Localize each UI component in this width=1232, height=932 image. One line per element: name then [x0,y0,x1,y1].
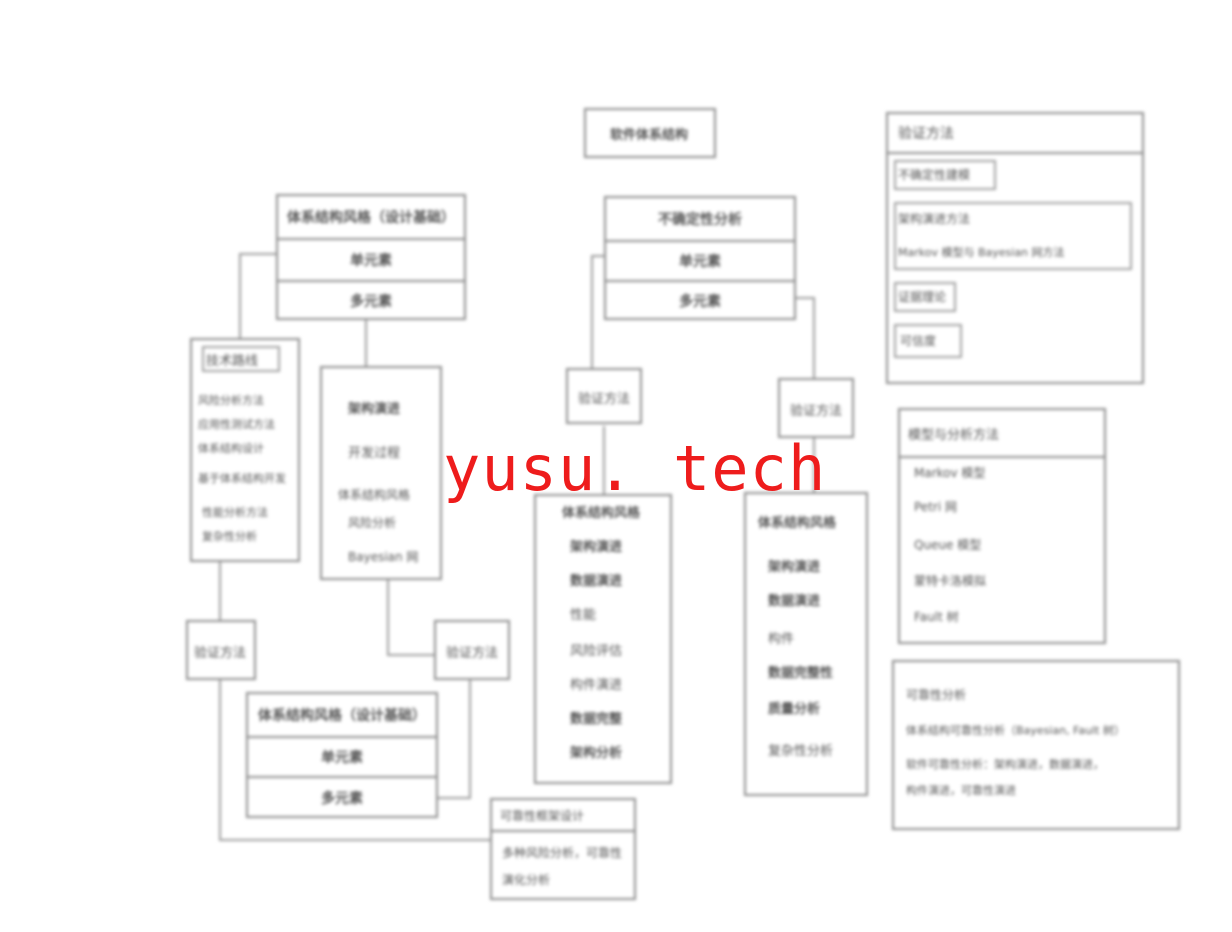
right-column-box: 体系结构风格 架构演进 数据演进 构件 数据完整性 质量分析 复杂性分析 [744,492,868,796]
verify-panel-title: 验证方法 [898,126,954,142]
verify-panel-item: Markov 模型与 Bayesian 网方法 [898,246,1065,259]
reliability-line: 构件演进，可靠性演进 [906,784,1016,797]
right-col-item: 体系结构风格 [758,516,837,531]
box-architecture-style-top: 体系结构风格（设计基础） 单元素 多元素 [276,194,466,320]
model-panel-item: Petri 网 [914,500,957,514]
connector-line [387,580,434,656]
verify-panel-item: 证据理论 [898,290,947,304]
left-list-item: 基于体系结构开发 [198,472,286,485]
mid-list-item: 风险分析 [348,516,397,530]
reliability-line: 软件可靠性分析：架构演进，数据演进， [906,758,1104,771]
connector-line [239,253,276,340]
center-col-item: 数据完整 [570,712,623,727]
center-column-box: 体系结构风格 架构演进 数据演进 性能 风险评估 构件演进 数据完整 架构分析 [534,494,672,784]
right-col-item: 数据完整性 [768,666,834,681]
box-a-title: 体系结构风格（设计基础） [287,210,455,226]
model-panel-item: Fault 树 [914,610,959,624]
center-col-item: 数据演进 [570,574,623,589]
left-list-item: 风险分析方法 [198,394,264,407]
watermark-text: yusu. tech [443,432,827,505]
box-uncertainty: 不确定性分析 单元素 多元素 [604,196,796,320]
box-a-row-multi: 多元素 [350,294,392,310]
verify-label-box: 验证方法 [778,378,854,438]
right-col-item: 复杂性分析 [768,744,834,759]
verify-label-box: 验证方法 [566,368,642,424]
mid-list-item: 架构演进 [348,402,401,417]
framework-line: 多种风险分析，可靠性 [502,846,623,860]
connector-line [219,680,490,841]
mid-list-item: 开发过程 [348,446,401,461]
model-methods-panel: 模型与分析方法 Markov 模型 Petri 网 Queue 模型 蒙特卡洛模… [898,408,1106,644]
box-b-title: 不确定性分析 [658,212,742,228]
title-box: 软件体系结构 [584,108,716,158]
framework-line: 演化分析 [502,873,551,887]
verify-label: 验证方法 [790,404,843,419]
verify-label: 验证方法 [194,646,247,661]
box-c-row-multi: 多元素 [321,791,363,807]
box-b-row-multi: 多元素 [679,294,721,310]
model-panel-item: Markov 模型 [914,466,986,480]
connector-line [591,255,606,368]
model-panel-item: Queue 模型 [914,538,982,552]
left-list-item: 性能分析方法 [202,506,268,519]
verify-panel-item: 架构演进方法 [898,212,971,226]
center-col-item: 性能 [570,608,597,623]
box-c-row-single: 单元素 [321,750,363,766]
box-b-row-single: 单元素 [679,254,721,270]
verify-panel-item: 不确定性建模 [898,168,971,182]
title-label: 软件体系结构 [610,128,689,143]
box-a-row-single: 单元素 [350,253,392,269]
verify-methods-panel: 验证方法 不确定性建模 架构演进方法 Markov 模型与 Bayesian 网… [886,112,1144,384]
reliability-panel: 可靠性分析 体系结构可靠性分析（Bayesian, Fault 树） 软件可靠性… [892,660,1180,830]
left-list-box: 技术路线 风险分析方法 应用性测试方法 体系结构设计 基于体系结构开发 性能分析… [190,338,300,562]
center-col-item: 构件演进 [570,678,623,693]
connector-line [796,297,815,378]
model-panel-title: 模型与分析方法 [908,427,1000,443]
right-col-item: 构件 [768,632,795,647]
right-col-item: 架构演进 [768,560,821,575]
mid-list-item: 体系结构风格 [338,488,411,502]
center-col-item: 架构演进 [570,540,623,555]
box-c-title: 体系结构风格（设计基础） [258,708,426,724]
center-col-item: 架构分析 [570,746,623,761]
verify-label-box: 验证方法 [434,620,510,680]
left-list-item: 体系结构设计 [198,442,264,455]
mid-list-item: Bayesian 网 [348,550,419,564]
left-list-item: 应用性测试方法 [198,418,275,431]
connector-line [438,680,471,799]
verify-panel-item: 可信度 [900,334,937,348]
verify-label: 验证方法 [446,646,499,661]
box-architecture-style-bottom: 体系结构风格（设计基础） 单元素 多元素 [246,692,438,818]
mid-list-box: 架构演进 开发过程 体系结构风格 风险分析 Bayesian 网 [320,366,442,580]
verify-label-box: 验证方法 [186,620,256,680]
model-panel-item: 蒙特卡洛模拟 [914,574,987,588]
verify-label: 验证方法 [578,392,631,407]
framework-box: 可靠性框架设计 多种风险分析，可靠性 演化分析 [490,798,636,900]
right-col-item: 质量分析 [768,702,821,717]
left-list-heading: 技术路线 [206,354,259,369]
reliability-line: 体系结构可靠性分析（Bayesian, Fault 树） [906,724,1125,737]
reliability-line: 可靠性分析 [906,688,967,702]
right-col-item: 数据演进 [768,594,821,609]
center-col-item: 风险评估 [570,644,623,659]
framework-title: 可靠性框架设计 [500,808,585,823]
center-col-item: 体系结构风格 [562,506,641,521]
left-list-item: 复杂性分析 [202,530,257,543]
